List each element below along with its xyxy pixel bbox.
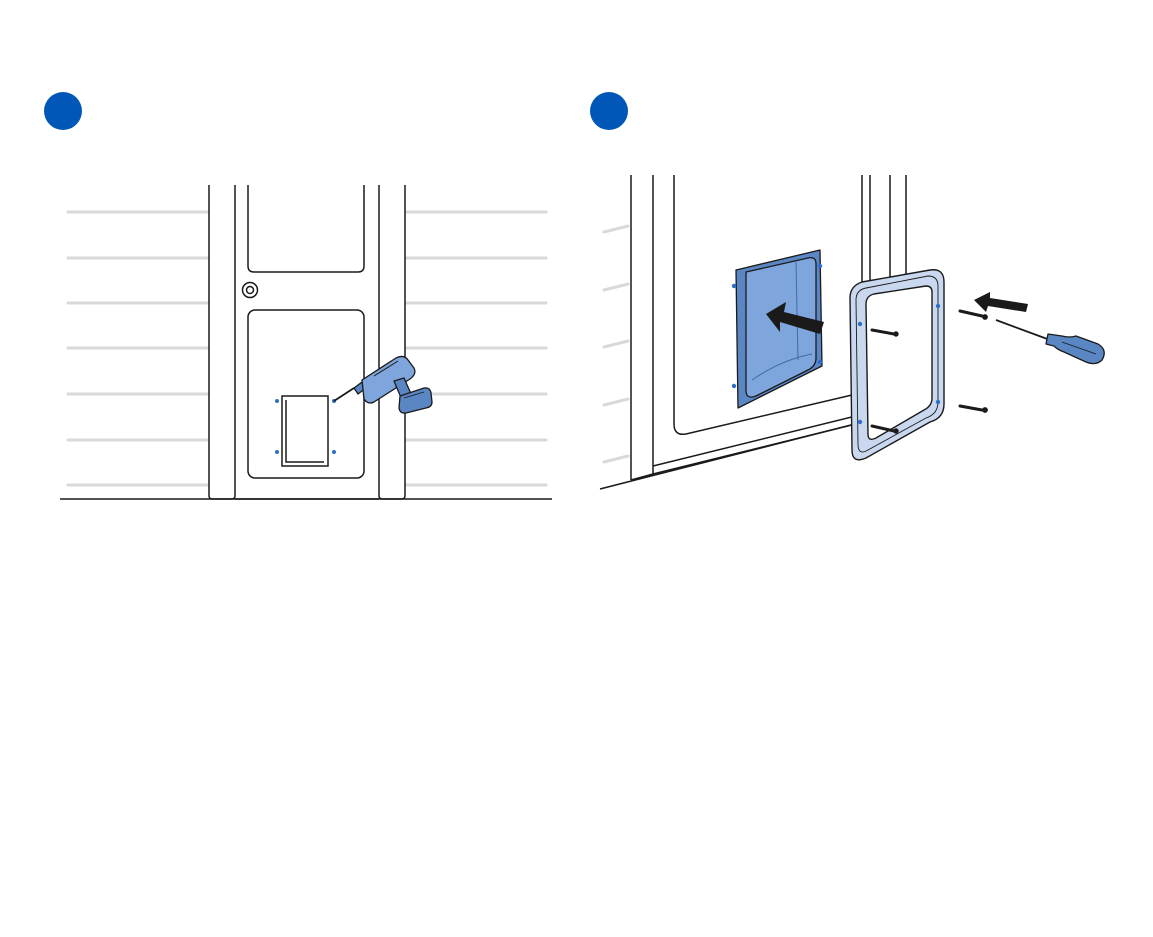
arrow-icon (974, 292, 1028, 312)
siding-left (68, 212, 208, 485)
step-1-panel (0, 0, 576, 520)
step-2-panel (576, 0, 1153, 520)
cutout-outline (282, 396, 328, 466)
door (209, 185, 405, 499)
siding-left (604, 226, 628, 462)
siding-right (406, 212, 546, 485)
screwdriver-icon (996, 320, 1104, 364)
pilot-hole-marks (275, 399, 336, 454)
drill-icon (334, 356, 432, 413)
step-1-illustration (0, 0, 576, 520)
step-2-illustration (576, 0, 1153, 520)
